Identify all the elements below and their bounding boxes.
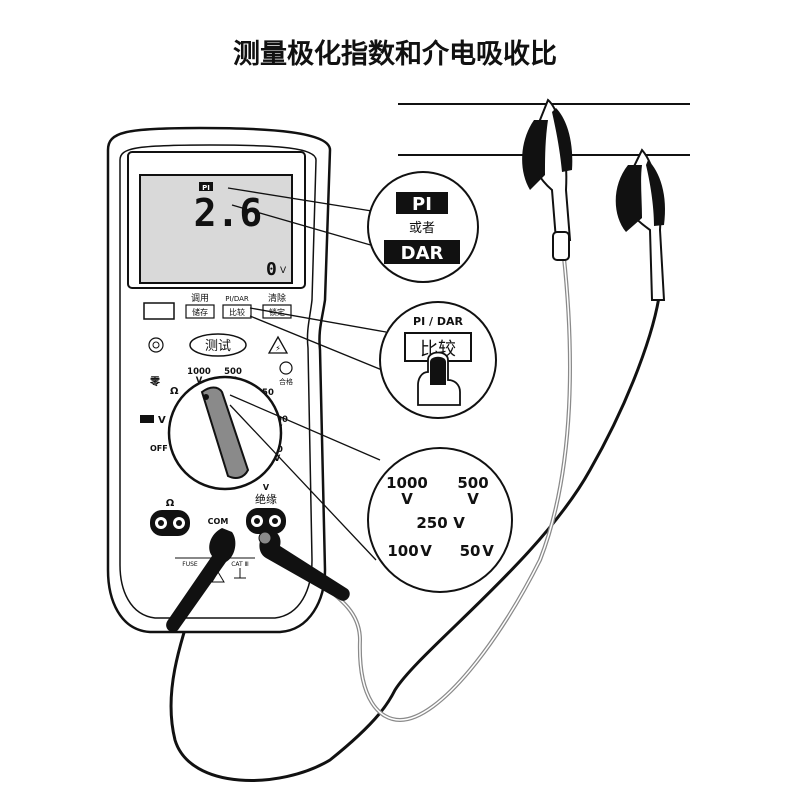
insulation-label: 绝缘 xyxy=(255,492,277,506)
clear-label: 清除 xyxy=(268,292,286,304)
callout-button-label: 比较 xyxy=(420,339,456,360)
pi-dar-key-top-label: PI/DAR xyxy=(225,295,249,303)
pass-indicator-icon xyxy=(279,361,293,375)
callout-or-text: 或者 xyxy=(409,221,435,236)
diagram-title: 测量极化指数和介电吸收比 xyxy=(233,39,557,70)
blank-key[interactable] xyxy=(143,302,175,320)
lcd-small-reading: 0 xyxy=(266,259,277,280)
callout-v50: 50 xyxy=(460,542,481,560)
insulation-terminal[interactable] xyxy=(246,508,286,534)
callout-line-btn-2 xyxy=(249,315,383,371)
warning-icon xyxy=(267,335,289,354)
pass-label: 合格 xyxy=(279,377,293,386)
lock-key[interactable] xyxy=(262,304,292,319)
recall-label: 调用 xyxy=(191,293,209,304)
ohm-terminal-label: Ω xyxy=(166,498,175,509)
lcd-screen xyxy=(139,174,293,284)
compare-key[interactable] xyxy=(222,304,252,319)
callout-v250: 250 xyxy=(416,514,447,532)
svg-text:V: V xyxy=(401,490,413,508)
svg-text:V: V xyxy=(453,514,465,532)
callout-line-pi-2 xyxy=(231,204,375,247)
callout-line-dial-2 xyxy=(229,404,377,561)
lock-key-label: 锁定 xyxy=(269,307,285,317)
black-test-lead-cable xyxy=(169,289,662,782)
dial-ohm-label: Ω xyxy=(170,386,179,397)
callout-v500: 500 xyxy=(457,474,488,492)
dial-1000-label: 1000 xyxy=(187,367,211,377)
test-button[interactable] xyxy=(189,333,247,357)
callout-pi-bg xyxy=(396,192,448,214)
svg-text:V: V xyxy=(482,542,494,560)
ohm-terminal[interactable] xyxy=(150,510,190,536)
svg-text:V: V xyxy=(274,454,281,464)
dial-zero-label: 零 xyxy=(149,375,161,388)
lcd-pi-tag-bg xyxy=(199,182,213,191)
callout-dar-bg xyxy=(384,240,460,264)
callout-v100: 100 xyxy=(387,542,418,560)
callout-button-top-label: PI / DAR xyxy=(413,315,463,328)
dial-v-label: V xyxy=(158,415,166,426)
backlight-icon[interactable] xyxy=(148,337,164,353)
callout-voltage-range xyxy=(367,447,513,593)
store-key-label: 储存 xyxy=(192,307,208,317)
com-terminal-label: COM xyxy=(208,517,229,526)
alligator-clip-left xyxy=(522,98,573,261)
callout-line-pi-1 xyxy=(227,187,379,213)
battery-icon xyxy=(140,415,154,423)
callout-pi-text: PI xyxy=(412,194,432,215)
v-terminal-label: V xyxy=(263,483,270,492)
svg-text:V: V xyxy=(467,490,479,508)
cat-label: CAT Ⅲ xyxy=(231,561,249,568)
callout-line-dial-1 xyxy=(229,394,381,461)
svg-text:⚡: ⚡ xyxy=(275,344,281,353)
svg-text:V: V xyxy=(420,542,432,560)
compare-key-label: 比较 xyxy=(229,307,245,317)
black-probe-plug xyxy=(166,528,236,633)
lcd-main-reading: 2.6 xyxy=(194,191,263,235)
dial-500-label: 500 xyxy=(224,367,242,377)
alligator-clip-right xyxy=(615,148,666,301)
store-key[interactable] xyxy=(185,304,215,319)
rotary-switch-pointer[interactable] xyxy=(200,386,250,479)
dial-off-label: OFF xyxy=(150,444,168,453)
test-button-label: 测试 xyxy=(205,339,231,354)
callout-v1000: 1000 xyxy=(386,474,428,492)
callout-dar-text: DAR xyxy=(401,243,444,264)
lcd-small-unit: V xyxy=(280,266,287,276)
svg-text:V: V xyxy=(196,376,203,386)
callout-line-btn-1 xyxy=(249,307,387,333)
lcd-pi-tag: PI xyxy=(202,184,210,192)
gray-probe-plug xyxy=(259,530,350,601)
fuse-label: FUSE xyxy=(182,561,198,568)
